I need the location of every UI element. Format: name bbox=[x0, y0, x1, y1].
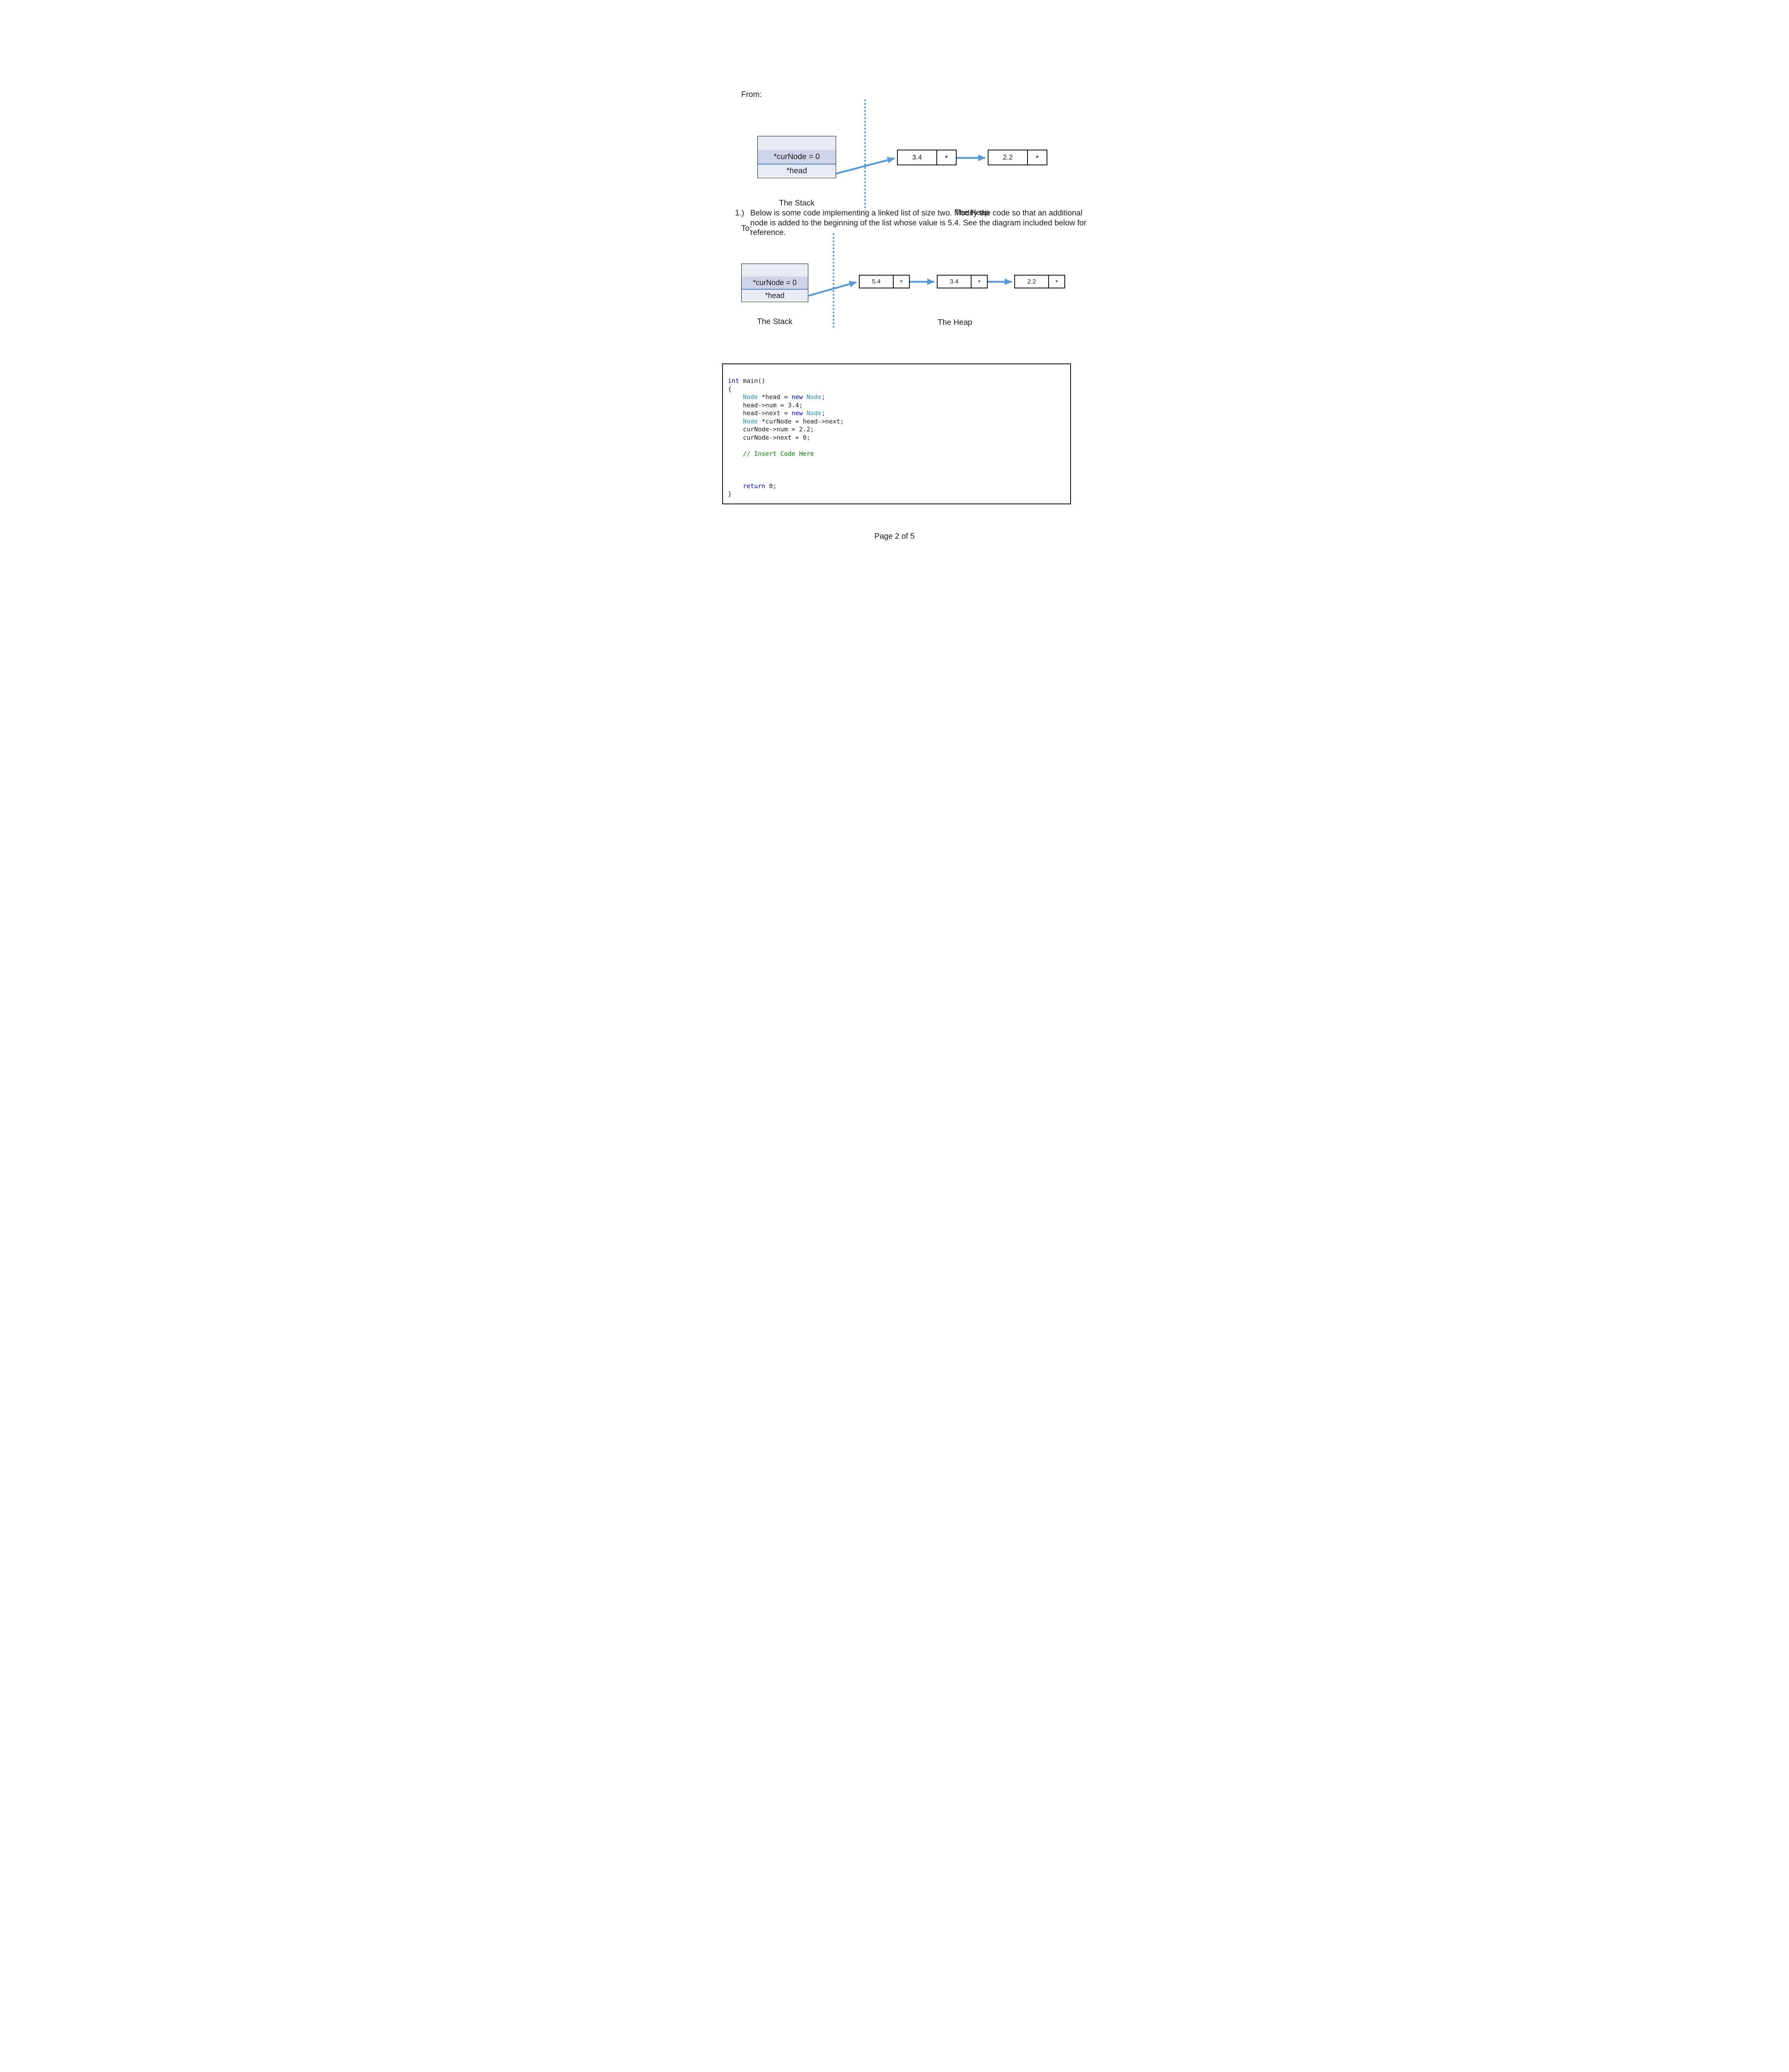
node-pointer: * bbox=[1027, 150, 1047, 165]
to-heap-caption: The Heap bbox=[938, 318, 972, 327]
question-line: reference. bbox=[735, 228, 1086, 238]
question-line: 1.) Below is some code implementing a lin… bbox=[735, 208, 1086, 218]
to-stack-caption: The Stack bbox=[757, 317, 793, 326]
code-line: } bbox=[728, 490, 732, 498]
code-line: Node *head = new Node; bbox=[743, 393, 825, 401]
page-footer: Page 2 of 5 bbox=[874, 532, 915, 541]
code-line: curNode->next = 0; bbox=[728, 433, 810, 441]
heap-node: 2.2 * bbox=[988, 150, 1047, 165]
code-line: Node *curNode = head->next; bbox=[743, 417, 844, 425]
heap-node: 5.4 * bbox=[859, 275, 910, 288]
code-line bbox=[728, 474, 1066, 482]
from-stack-caption: The Stack bbox=[779, 199, 815, 208]
question-line-text: reference. bbox=[750, 228, 786, 237]
from-stack-row-curnode: *curNode = 0 bbox=[758, 150, 836, 164]
node-value: 3.4 bbox=[950, 278, 959, 285]
code-line: return 0; bbox=[743, 482, 777, 490]
node-pointer: * bbox=[1048, 276, 1064, 288]
code-line: curNode->num = 2.2; bbox=[728, 426, 814, 433]
node-value: 2.2 bbox=[1003, 153, 1013, 161]
to-stack-row-curnode: *curNode = 0 bbox=[742, 276, 808, 289]
question-line-text: node is added to the beginning of the li… bbox=[750, 218, 1087, 228]
code-block: int main(){ Node *head = new Node; head-… bbox=[722, 363, 1071, 504]
node-value: 5.4 bbox=[872, 278, 881, 285]
from-heap-caption: The Heap bbox=[955, 208, 989, 217]
node-pointer: * bbox=[971, 276, 987, 288]
code-line: { bbox=[728, 385, 732, 393]
code-line: // Insert Code Here bbox=[743, 450, 814, 457]
code-line bbox=[728, 442, 1066, 450]
heap-node: 3.4 * bbox=[897, 150, 957, 165]
to-stack-row-head: *head bbox=[742, 289, 808, 300]
code-line bbox=[728, 466, 1066, 474]
to-label: To: bbox=[741, 224, 752, 233]
from-stack-box: *curNode = 0 *head bbox=[757, 136, 836, 178]
node-value: 3.4 bbox=[912, 153, 922, 161]
to-stack-row-empty bbox=[742, 264, 808, 276]
code-line: head->next = new Node; bbox=[728, 409, 825, 417]
code-line bbox=[728, 458, 1066, 466]
node-pointer: * bbox=[893, 276, 909, 288]
question-text: 1.) Below is some code implementing a lin… bbox=[735, 208, 1086, 238]
document-page: 1.) Below is some code implementing a lin… bbox=[671, 0, 1118, 579]
from-stack-row-empty bbox=[758, 136, 836, 150]
from-label: From: bbox=[741, 90, 762, 99]
question-line: node is added to the beginning of the li… bbox=[735, 218, 1086, 228]
code-lines: int main(){ Node *head = new Node; head-… bbox=[728, 377, 1066, 499]
from-stack-row-head: *head bbox=[758, 164, 836, 177]
to-stack-box: *curNode = 0 *head bbox=[741, 264, 808, 302]
question-number: 1.) bbox=[735, 209, 745, 218]
code-line: int main() bbox=[728, 377, 766, 385]
head-pointer-arrow-from bbox=[836, 157, 895, 175]
head-pointer-arrow-to bbox=[807, 281, 857, 297]
node-pointer: * bbox=[936, 150, 956, 165]
code-line: head->num = 3.4; bbox=[728, 401, 803, 409]
heap-node: 3.4 * bbox=[937, 275, 988, 288]
node-value: 2.2 bbox=[1027, 278, 1036, 285]
question-line-text: Below is some code implementing a linked… bbox=[750, 209, 1083, 218]
heap-node: 2.2 * bbox=[1014, 275, 1065, 288]
